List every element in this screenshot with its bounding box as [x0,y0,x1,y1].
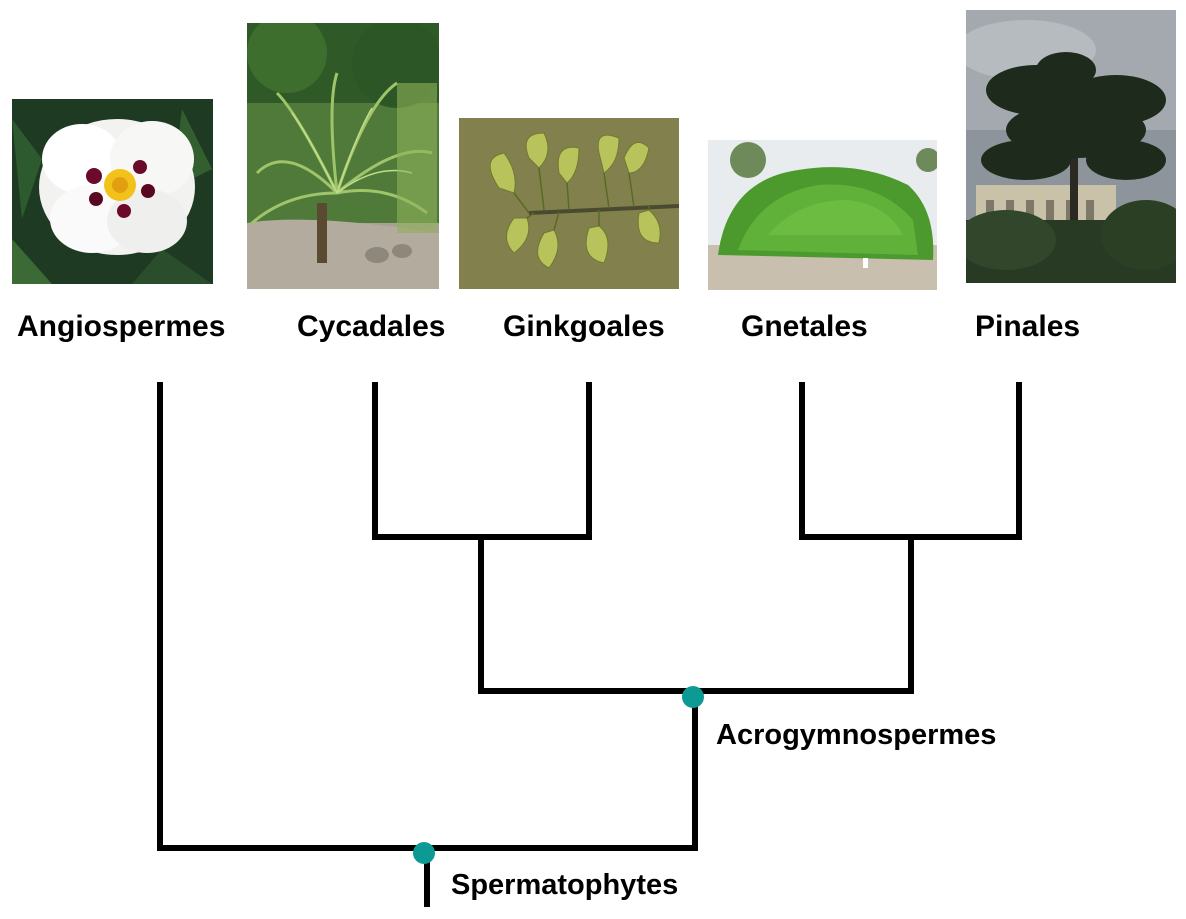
angiosperm-flower-photo [12,99,213,284]
node-label-acrogymnospermes: Acrogymnospermes [716,719,997,751]
taxon-label-angiospermes: Angiospermes [17,310,226,343]
cycad-palm-photo [247,23,439,289]
ginkgo-leaves-photo [459,118,679,289]
node-marker-acrogymnospermes [682,686,704,708]
branch-acrogymnospermes-stem [427,691,698,851]
branch-cycadales-ginkgoales [372,382,592,540]
pine-tree-photo [966,10,1176,283]
branch-gnetales-pinales [799,382,1022,540]
taxon-label-gnetales: Gnetales [741,310,868,343]
taxon-label-ginkgoales: Ginkgoales [503,310,665,343]
ephedra-shrub-photo [708,140,937,290]
branch-angiospermes [157,382,427,851]
branch-cycad-ginkgo-stem [478,537,914,694]
node-marker-spermatophytes [413,842,435,864]
taxon-label-pinales: Pinales [975,310,1081,343]
taxon-label-cycadales: Cycadales [297,310,446,343]
node-label-spermatophytes: Spermatophytes [451,869,679,901]
